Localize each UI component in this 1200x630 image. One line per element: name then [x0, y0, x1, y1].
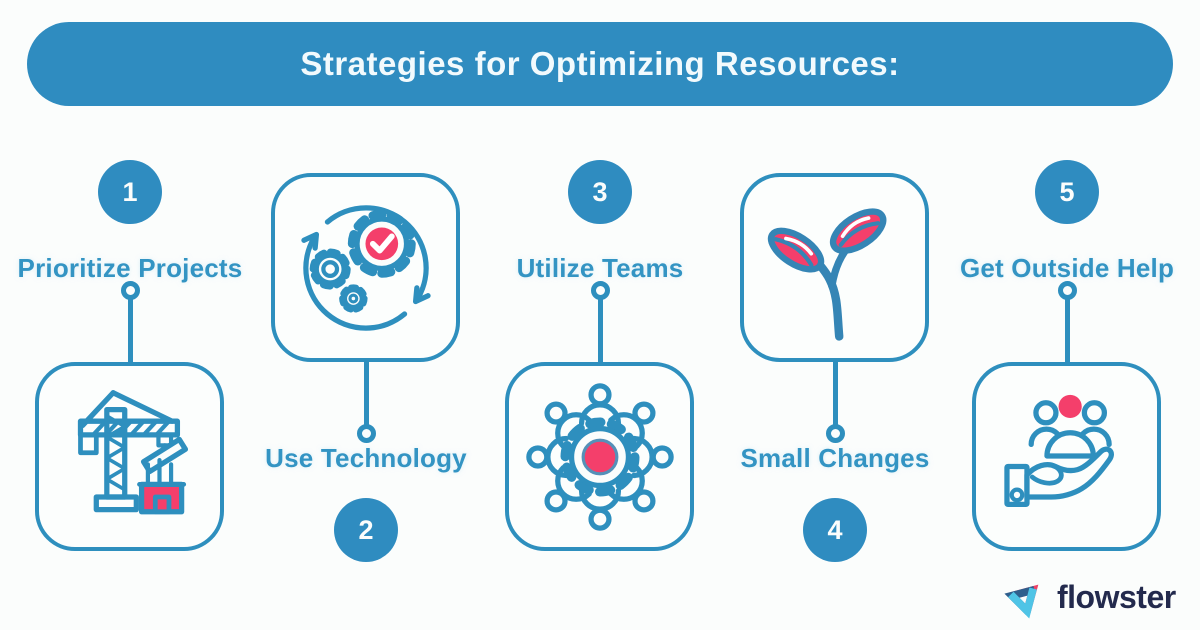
- header-pill: Strategies for Optimizing Resources:: [27, 22, 1173, 106]
- step-1-number: 1: [122, 176, 138, 207]
- step-3-badge: 3: [568, 160, 632, 224]
- step-5-icon-box: [972, 362, 1161, 551]
- helping-hand-icon: [1003, 394, 1114, 507]
- brand-logo: flowster: [998, 568, 1176, 626]
- step-5-badge: 5: [1035, 160, 1099, 224]
- step-5-connector-line: [1064, 299, 1070, 364]
- step-4-connector-line: [832, 361, 838, 425]
- step-2-number: 2: [358, 514, 374, 545]
- step-4-icon-box: [740, 173, 929, 362]
- step-2-connector-line: [363, 361, 369, 425]
- sprout-icon: [767, 207, 886, 341]
- step-1-connector-line: [127, 299, 133, 364]
- step-2-icon-box: [271, 173, 460, 362]
- step-1-connector-dot: [120, 281, 140, 300]
- step-3-connector-dot: [590, 281, 610, 300]
- step-1-icon-box: [35, 362, 224, 551]
- step-4-label: Small Changes: [740, 443, 930, 473]
- step-4-badge: 4: [803, 498, 867, 562]
- step-3-connector-line: [597, 299, 603, 364]
- step-1-badge: 1: [98, 160, 162, 224]
- step-2-label: Use Technology: [265, 443, 467, 473]
- step-5-number: 5: [1059, 176, 1075, 207]
- team-gear-icon: [525, 382, 674, 531]
- gears-cycle-icon: [300, 204, 431, 331]
- step-3-number: 3: [592, 176, 608, 207]
- step-3-icon-box: [505, 362, 694, 551]
- step-4-number: 4: [827, 514, 843, 545]
- step-4-connector-dot: [825, 424, 845, 443]
- step-5-connector-dot: [1057, 281, 1077, 300]
- construction-crane-icon: [77, 389, 188, 514]
- step-1-label: Prioritize Projects: [17, 253, 243, 283]
- step-2-badge: 2: [334, 498, 398, 562]
- step-2-connector-dot: [356, 424, 376, 443]
- step-3-label: Utilize Teams: [516, 253, 684, 283]
- step-5-label: Get Outside Help: [959, 253, 1175, 283]
- flowster-logo-icon: [1004, 584, 1039, 619]
- page-title: Strategies for Optimizing Resources:: [300, 45, 900, 82]
- brand-wordmark: flowster: [1057, 578, 1176, 615]
